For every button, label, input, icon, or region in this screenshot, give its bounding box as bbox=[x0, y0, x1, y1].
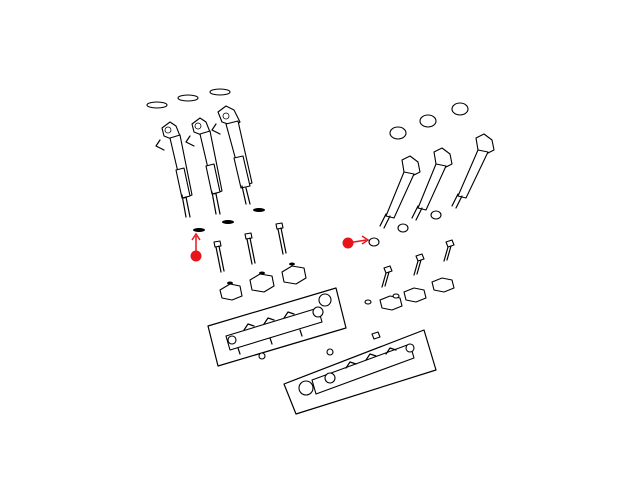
left-injector-2 bbox=[185, 117, 223, 215]
left-injector-3 bbox=[211, 105, 253, 205]
right-injector-3 bbox=[451, 133, 495, 209]
right-top-o-rings bbox=[389, 102, 469, 140]
left-injector-1 bbox=[155, 121, 193, 218]
left-bolts bbox=[213, 222, 287, 273]
left-fuel-rail bbox=[207, 287, 347, 367]
right-clamps bbox=[364, 277, 455, 311]
right-lower-seals bbox=[368, 210, 442, 247]
right-bolts bbox=[381, 239, 455, 288]
left-lower-seals bbox=[193, 208, 265, 232]
callout-right[interactable] bbox=[342, 235, 370, 249]
left-clamps bbox=[219, 262, 307, 301]
right-injector-1 bbox=[379, 155, 421, 229]
left-top-o-rings bbox=[146, 88, 231, 109]
right-injector-2 bbox=[411, 147, 453, 221]
right-fuel-rail bbox=[283, 329, 437, 415]
callout-left[interactable] bbox=[190, 232, 202, 262]
